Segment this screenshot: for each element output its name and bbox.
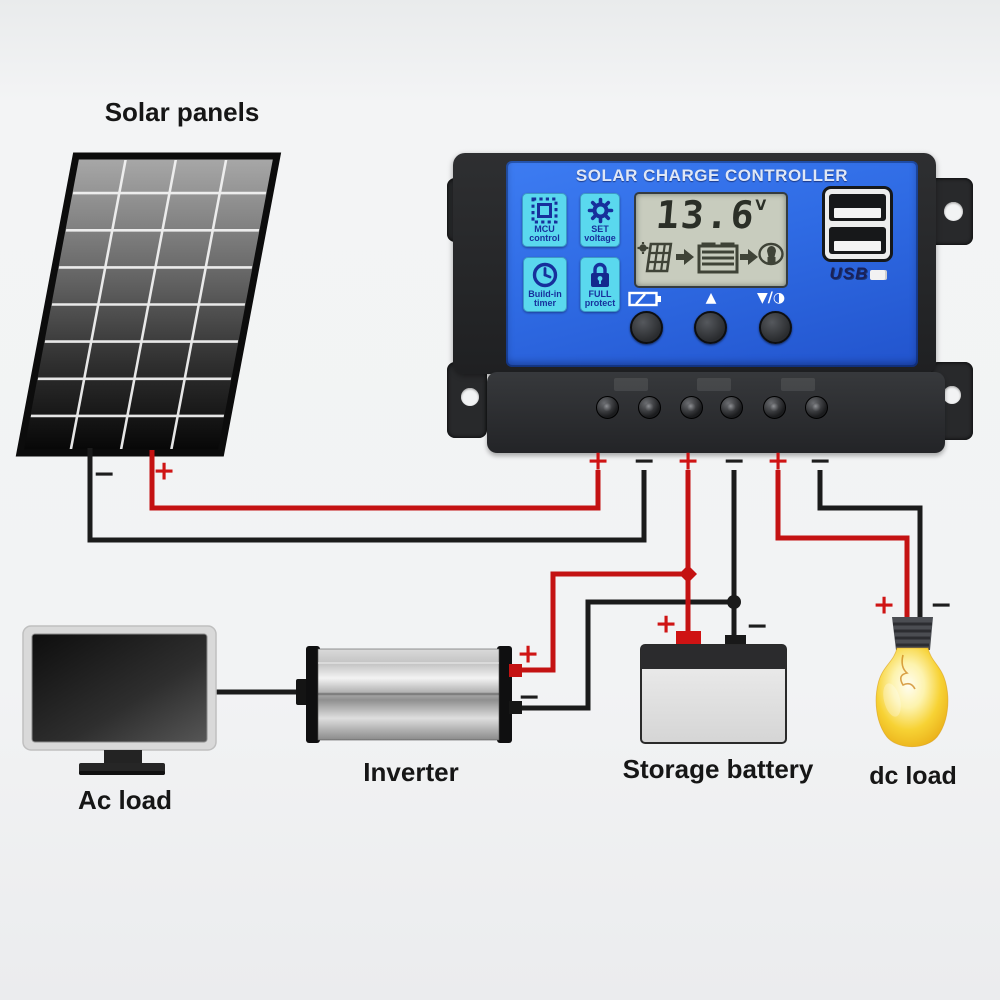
terminal6-minus-mark: −: [808, 445, 832, 477]
monitor-stand-neck: [104, 750, 142, 765]
usb-text: USB: [829, 264, 869, 283]
lcd-bulb-icon: [758, 242, 784, 265]
usb-port-2: [829, 226, 886, 254]
gear-icon: [587, 197, 614, 225]
mount-hole: [943, 386, 961, 404]
label-inverter: Inverter: [363, 757, 459, 787]
controller-faceplate: SOLAR CHARGE CONTROLLER MCU control: [506, 161, 918, 367]
button-set-voltage: SET voltage: [580, 193, 620, 247]
push-button-select: [630, 311, 663, 344]
terminal-emboss-battery: [697, 378, 731, 391]
wire-dcload-negative: [817, 470, 923, 622]
dc-load-minus-mark: −: [929, 589, 953, 621]
junction-black: [727, 595, 741, 609]
mount-hole: [461, 388, 479, 406]
button-full-protect: FULL protect: [580, 257, 620, 312]
battery-device: [640, 631, 787, 744]
lcd-voltage-value: 13.6: [653, 193, 758, 237]
button-mcu-control: MCU control: [522, 193, 567, 247]
button-label-line2: control: [529, 233, 560, 244]
battery-plus-mark: +: [654, 608, 678, 640]
inverter-positive-post: [509, 664, 522, 677]
panel-plus-mark: +: [152, 455, 176, 487]
lcd-display: 13.6V: [634, 192, 788, 288]
lcd-arrow-icon: [740, 248, 758, 265]
terminal-screw-load-positive: [763, 396, 786, 419]
bulb-filament: [899, 654, 916, 690]
panel-minus-mark: −: [92, 458, 116, 490]
inverter-device: [296, 646, 522, 743]
positive-wires: [149, 450, 910, 673]
button-build-in-timer: Build-in timer: [523, 257, 567, 312]
wire-dcload-positive: [775, 470, 910, 624]
button-label-line1: Build-in: [528, 288, 562, 299]
terminal-screw-battery-negative: [720, 396, 743, 419]
lcd-flow-icons: [637, 241, 784, 274]
terminal3-plus-mark: +: [676, 445, 700, 477]
solar-panel: [15, 152, 282, 457]
bulb-device: [875, 617, 949, 748]
terminal-screw-load-negative: [805, 396, 828, 419]
lock-icon: [586, 261, 614, 290]
junction-red: [679, 565, 697, 583]
negative-wires: [87, 448, 923, 711]
inverter-plus-mark: +: [516, 638, 540, 670]
terminal1-plus-mark: +: [586, 445, 610, 477]
button-label-line1: SET: [591, 223, 609, 234]
usb-tongue: [834, 240, 881, 251]
usb-tongue: [834, 208, 881, 219]
label-dc-load: dc load: [869, 762, 957, 790]
label-solar-panels: Solar panels: [104, 97, 260, 127]
button-label-line1: MCU: [534, 223, 555, 234]
chip-icon: [531, 197, 558, 225]
adjust-indicator: ▼/◑: [756, 290, 786, 306]
wire-inverter-positive: [520, 571, 688, 673]
mount-hole: [944, 202, 963, 221]
push-button-up: [694, 311, 727, 344]
label-storage-battery: Storage battery: [622, 754, 814, 784]
button-label-line2: voltage: [584, 233, 616, 244]
terminal-screw-pv-positive: [596, 396, 619, 419]
usb-ports: [822, 186, 893, 262]
battery-indicator-icon: [628, 291, 662, 307]
wire-panel-negative: [87, 448, 647, 543]
lcd-arrow-icon: [676, 248, 694, 265]
terminal-emboss-load: [781, 378, 815, 391]
select-indicator: ▲: [705, 290, 717, 306]
push-button-down: [759, 311, 792, 344]
bulb-glass: [875, 647, 949, 748]
controller-title: SOLAR CHARGE CONTROLLER: [575, 166, 849, 185]
battery-minus-mark: −: [745, 610, 769, 642]
inverter-minus-mark: −: [517, 681, 541, 713]
usb-port-1: [829, 194, 886, 222]
terminal-block: [487, 372, 945, 453]
monitor: [22, 625, 217, 775]
wire-panel-positive: [149, 450, 601, 511]
button-label-line2: timer: [533, 298, 556, 309]
clock-icon: [530, 261, 560, 290]
charge-controller: SOLAR CHARGE CONTROLLER MCU control: [447, 150, 974, 455]
button-label-line1: FULL: [588, 288, 612, 299]
lcd-solar-panel-icon: [645, 242, 673, 273]
battery-positive-post: [676, 631, 701, 647]
terminal-screw-battery-positive: [680, 396, 703, 419]
terminal-screw-pv-negative: [638, 396, 661, 419]
terminal4-minus-mark: −: [722, 445, 746, 477]
inverter-negative-post: [509, 701, 522, 714]
terminal-emboss-solar: [614, 378, 648, 391]
label-ac-load: Ac load: [78, 785, 172, 815]
usb-plug-icon: [870, 270, 886, 280]
lcd-battery-icon: [697, 242, 739, 274]
usb-label: USB: [818, 264, 897, 284]
lcd-sun-icon: [637, 241, 649, 254]
terminal2-minus-mark: −: [632, 445, 656, 477]
button-label-line2: protect: [584, 298, 616, 309]
dc-load-plus-mark: +: [872, 589, 896, 621]
terminal5-plus-mark: +: [766, 445, 790, 477]
mount-ear-bottom-left: [447, 362, 487, 438]
wire-inverter-negative: [520, 599, 734, 711]
lcd-voltage-unit: V: [755, 198, 767, 214]
